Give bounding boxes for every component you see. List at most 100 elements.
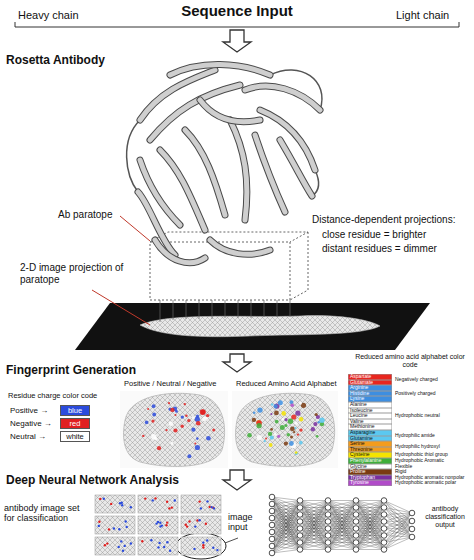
network-link: [328, 501, 356, 536]
network-link: [272, 497, 300, 529]
antibody-image-tile: [95, 495, 135, 513]
network-neuron: [353, 498, 359, 504]
note-text: distant residues = dimmer: [322, 243, 437, 255]
projection-plane: [75, 303, 430, 350]
residue-dot: [265, 437, 267, 439]
residue-dot: [299, 441, 303, 445]
network-link: [272, 508, 300, 554]
ribbon-strand: [210, 240, 270, 254]
network-link: [300, 501, 328, 543]
network-link: [300, 501, 328, 508]
flow-arrow: [223, 354, 251, 372]
category-label: Negatively charged: [395, 377, 438, 383]
residue-dot: [166, 501, 168, 503]
ribbon-edge: [245, 86, 320, 110]
residue-dot: [293, 431, 295, 433]
residue-dot: [290, 426, 295, 431]
network-link: [328, 508, 356, 550]
flow-arrow: [223, 470, 251, 490]
network-link: [328, 501, 356, 536]
legend-title: Residue charge color code: [8, 392, 97, 401]
network-link: [272, 497, 300, 550]
residue-dot: [295, 452, 298, 455]
residue-dot: [166, 541, 168, 543]
residue-dot: [118, 528, 120, 530]
residue-dot: [151, 434, 156, 439]
ribbon-edge: [150, 85, 240, 140]
residue-dot: [212, 547, 214, 549]
network-neuron: [409, 526, 415, 532]
residue-dot: [169, 422, 173, 426]
residue-dot: [297, 433, 299, 435]
legend-text: Tyrosine: [348, 480, 392, 486]
network-link: [272, 501, 300, 554]
residue-dot: [152, 413, 156, 417]
network-link: [328, 501, 356, 543]
residue-dot: [106, 542, 108, 544]
section-heading: Deep Neural Network Analysis: [6, 474, 179, 488]
residue-dot: [124, 545, 126, 547]
network-link: [384, 501, 412, 530]
callout-label: image input: [228, 512, 268, 533]
residue-dot: [202, 541, 204, 543]
residue-dot: [278, 401, 283, 406]
network-neuron: [353, 512, 359, 518]
residue-dot: [291, 414, 296, 419]
residue-dot: [154, 497, 156, 499]
residue-dot: [284, 442, 288, 446]
network-link: [272, 515, 300, 554]
residue-dot: [299, 402, 302, 405]
ribbon-edge: [160, 150, 205, 230]
network-neuron: [297, 533, 303, 539]
residue-dot: [295, 422, 298, 425]
network-link: [384, 521, 412, 529]
residue-dot: [299, 417, 303, 421]
network-link: [356, 500, 384, 501]
legend-text: Positive →: [10, 406, 48, 415]
category-label: Hydrophilic amide: [395, 433, 435, 439]
network-link: [328, 501, 356, 550]
residue-dot: [311, 427, 315, 431]
network-neuron: [269, 536, 275, 542]
residue-dot: [196, 414, 199, 417]
network-link: [300, 501, 328, 543]
network-neuron: [381, 519, 387, 525]
network-link: [328, 536, 356, 550]
ribbon-strand: [200, 100, 260, 122]
legend-text: Negative →: [10, 419, 52, 428]
ribbon-edge: [170, 64, 270, 75]
residue-dot: [142, 435, 144, 437]
residue-dot: [168, 507, 170, 509]
network-neuron: [269, 508, 275, 514]
network-link: [300, 501, 328, 550]
residue-dot: [130, 542, 132, 544]
output-label: antibody classification output: [418, 505, 472, 529]
network-link: [300, 501, 328, 522]
residue-dot: [270, 436, 274, 440]
network-neuron: [325, 547, 331, 553]
network-link: [328, 501, 356, 508]
network-link: [300, 536, 328, 550]
network-link: [300, 508, 328, 550]
network-link: [356, 549, 384, 550]
network-neuron: [353, 540, 359, 546]
residue-dot: [188, 520, 190, 522]
swatch-label: red: [61, 419, 89, 428]
residue-dot: [151, 420, 154, 423]
network-link: [356, 501, 384, 536]
chain-label: Heavy chain: [18, 9, 79, 22]
residue-dot: [278, 400, 283, 405]
residue-dot: [130, 506, 132, 508]
section-heading: Fingerprint Generation: [6, 364, 136, 378]
residue-dot: [99, 498, 101, 500]
residue-dot: [201, 409, 206, 414]
ribbon-edge: [260, 110, 315, 170]
network-neuron: [381, 512, 387, 518]
residue-dot: [121, 504, 123, 506]
residue-dot: [289, 441, 294, 446]
network-link: [300, 543, 328, 550]
section-heading: Rosetta Antibody: [6, 54, 105, 68]
ribbon-strand: [155, 240, 205, 263]
projection-lines: [160, 300, 290, 322]
image-caption: Reduced Amino Acid Alphabet: [236, 380, 337, 389]
